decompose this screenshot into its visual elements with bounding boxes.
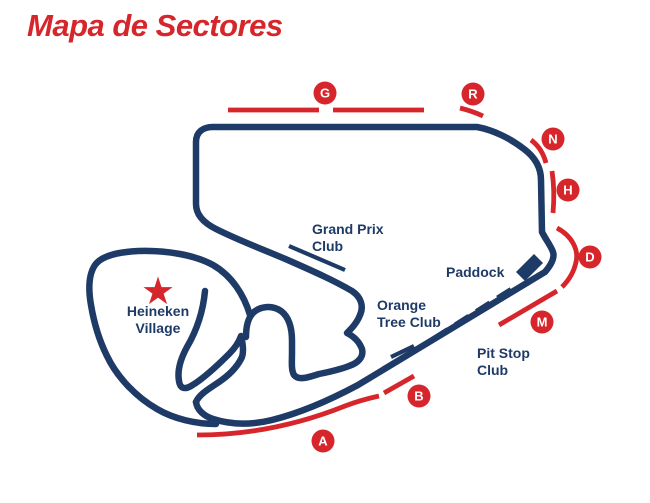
grand-prix-club-leader-line bbox=[288, 244, 346, 272]
orange-tree-club-label: Orange Tree Club bbox=[377, 297, 441, 331]
pit-stop-club-line2: Club bbox=[477, 362, 509, 378]
pit-stop-club-line1: Pit Stop bbox=[477, 345, 530, 361]
sector-badge-g: G bbox=[313, 81, 337, 105]
sector-b-line bbox=[382, 373, 416, 396]
sector-badge-h: H bbox=[556, 178, 580, 202]
grand-prix-club-line1: Grand Prix bbox=[312, 221, 384, 237]
sector-n-line bbox=[529, 138, 549, 164]
paddock-building bbox=[516, 254, 543, 281]
grand-prix-club-line2: Club bbox=[312, 238, 344, 254]
heineken-village-label: Heineken Village bbox=[127, 303, 189, 337]
sector-badge-n: N bbox=[541, 127, 565, 151]
pit-stop-club-label: Pit Stop Club bbox=[477, 345, 530, 379]
sector-d-line bbox=[555, 225, 580, 289]
heineken-village-line2: Village bbox=[135, 320, 181, 336]
sector-a-line bbox=[196, 393, 380, 438]
track-main-outline bbox=[192, 123, 557, 427]
pit-lane-dashes bbox=[432, 284, 518, 340]
paddock-label: Paddock bbox=[446, 264, 505, 280]
grand-prix-club-label: Grand Prix Club bbox=[312, 221, 384, 255]
sector-badge-r: R bbox=[461, 82, 485, 106]
track-heineken-loop bbox=[86, 247, 254, 428]
orange-tree-club-leader-line bbox=[390, 344, 415, 359]
orange-tree-club-line1: Orange bbox=[377, 297, 427, 313]
sector-m-line bbox=[497, 288, 559, 328]
sector-badge-a: A bbox=[311, 429, 335, 453]
heineken-village-line1: Heineken bbox=[126, 303, 190, 319]
page-title: Mapa de Sectores bbox=[27, 8, 283, 43]
track-infield-zigzag bbox=[175, 287, 247, 406]
sector-r-line bbox=[459, 105, 484, 119]
sector-badge-d: D bbox=[578, 245, 602, 269]
orange-tree-club-line2: Tree Club bbox=[377, 314, 441, 330]
sector-badge-b: B bbox=[407, 384, 431, 408]
sector-badge-m: M bbox=[530, 310, 554, 334]
sector-h-line bbox=[549, 170, 557, 214]
star-icon: ★ bbox=[140, 271, 176, 313]
